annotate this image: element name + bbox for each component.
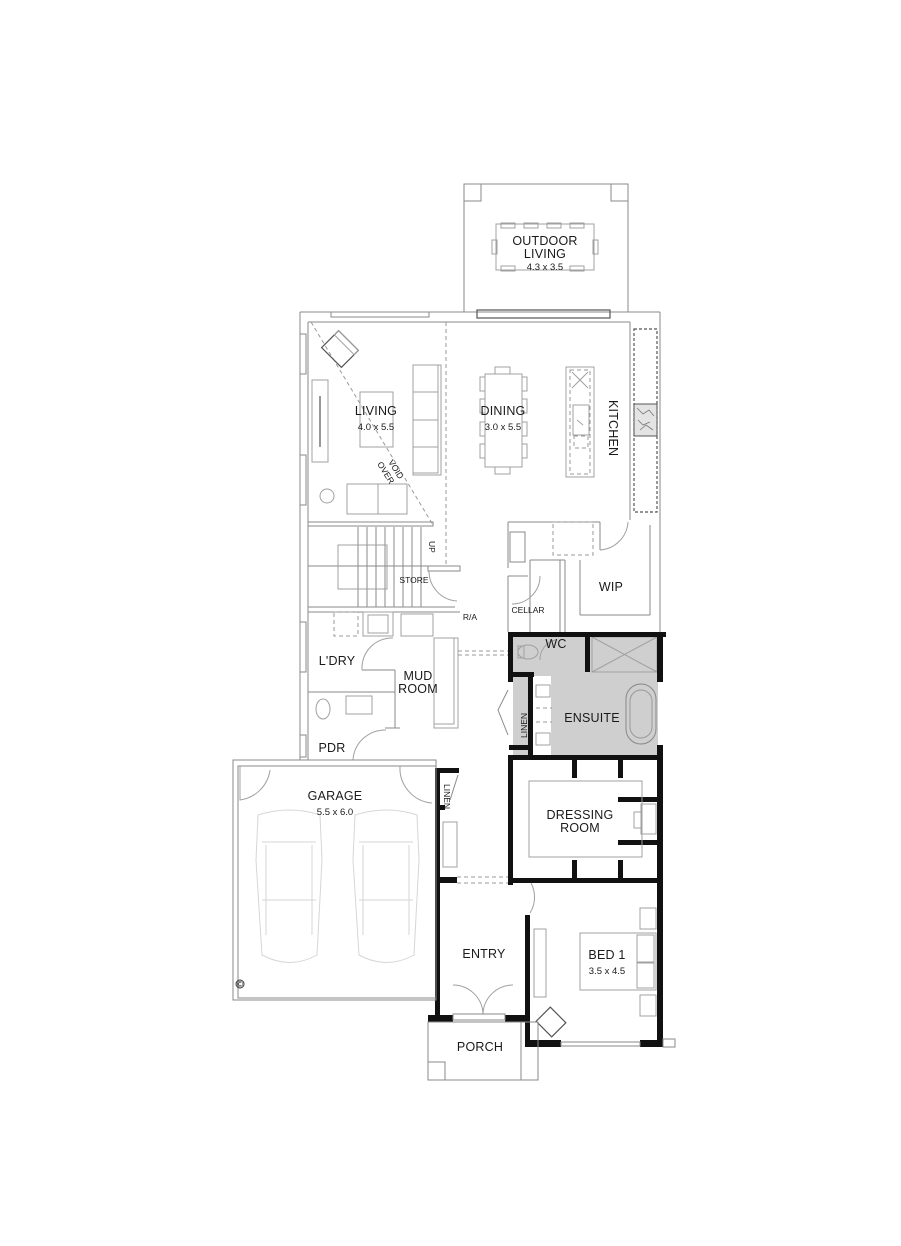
garage-area [232, 759, 437, 1001]
kitchen-bench-icon [633, 328, 658, 513]
linen-door-icon [497, 689, 509, 736]
dim-bed1: 3.5 x 4.5 [589, 966, 625, 977]
label-linen-ensuite: LINEN [519, 713, 529, 738]
label-outdoor-living-2: LIVING [524, 247, 566, 261]
label-garage: GARAGE [308, 789, 363, 803]
dim-living: 4.0 x 5.5 [358, 422, 394, 433]
label-mud-room: ROOM [398, 682, 438, 696]
entry-bed-porch [427, 882, 676, 1081]
upper-house-outline [299, 309, 661, 760]
label-entry: ENTRY [462, 947, 506, 961]
laundry-mud-pdr [308, 611, 510, 761]
pantry-area [507, 521, 651, 632]
label-dining: DINING [481, 404, 526, 418]
label-bed1: BED 1 [588, 948, 625, 962]
room-labels: OUTDOOR LIVING 4.3 x 3.5 LIVING 4.0 x 5.… [237, 234, 626, 1054]
label-laundry: L'DRY [319, 654, 356, 668]
label-outdoor-living-1: OUTDOOR [512, 234, 577, 248]
label-ra: R/A [463, 612, 478, 622]
label-cellar: CELLAR [511, 605, 544, 615]
label-pdr: PDR [319, 741, 346, 755]
copyright-symbol: © [237, 979, 244, 989]
label-ensuite: ENSUITE [564, 711, 620, 725]
label-up: UP [427, 541, 437, 553]
structural-walls [428, 632, 666, 1047]
hall-linen-door-icon [449, 774, 459, 801]
label-dressing: DRESSING [547, 808, 614, 822]
label-mud: MUD [403, 669, 432, 683]
label-porch: PORCH [457, 1040, 503, 1054]
label-dressing-room: ROOM [560, 821, 600, 835]
dining-table-icon [479, 366, 528, 475]
dim-dining: 3.0 x 5.5 [485, 422, 521, 433]
dim-garage: 5.5 x 6.0 [317, 807, 353, 818]
dressing-island-icon [528, 780, 643, 858]
car-left-icon [255, 809, 323, 963]
living-furniture [311, 329, 442, 515]
label-living: LIVING [355, 404, 397, 418]
kitchen-island-icon [565, 366, 595, 478]
copyright-icon [235, 979, 245, 989]
car-right-icon [352, 809, 420, 963]
label-wc: WC [545, 637, 566, 651]
dim-outdoor-living: 4.3 x 3.5 [527, 262, 563, 273]
label-linen-hall: LINEN [442, 784, 452, 809]
label-store: STORE [399, 575, 428, 585]
outdoor-dining-table-icon [491, 222, 599, 272]
label-kitchen: KITCHEN [606, 400, 620, 456]
ensuite-wet-area [513, 636, 658, 755]
label-wip: WIP [599, 580, 623, 594]
stairs-icon [307, 521, 461, 608]
